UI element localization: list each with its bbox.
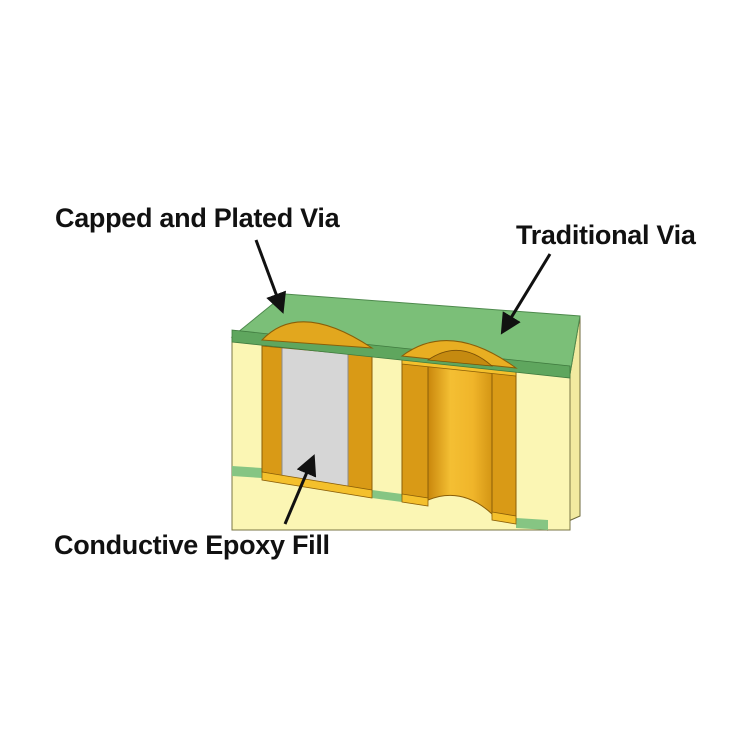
traditional-via-bottom-pad-left — [401, 493, 429, 507]
capped-via-top-cap — [260, 321, 374, 349]
arrow-epoxy-fill — [283, 454, 317, 525]
bottom-solder-mask-far-right — [516, 518, 548, 530]
label-capped-and-plated-via: Capped and Plated Via — [55, 203, 340, 233]
traditional-via-hole-opening — [426, 349, 494, 367]
arrow-capped-via — [254, 239, 286, 314]
capped-via-left-wall — [261, 339, 283, 477]
traditional-via-barrel — [427, 361, 493, 516]
traditional-via-left-wall — [401, 357, 429, 501]
capped-via-bottom-plating — [261, 471, 373, 499]
bottom-solder-mask-right — [372, 490, 402, 502]
label-conductive-epoxy-fill: Conductive Epoxy Fill — [54, 530, 330, 560]
bottom-solder-mask — [232, 466, 262, 478]
label-traditional-via: Traditional Via — [516, 220, 696, 250]
traditional-via-right-wall — [491, 367, 517, 521]
conductive-epoxy-fill — [281, 343, 349, 489]
capped-via-right-wall — [347, 349, 373, 493]
arrow-traditional-via — [500, 253, 552, 335]
traditional-via-bottom-pad-right — [491, 511, 517, 525]
